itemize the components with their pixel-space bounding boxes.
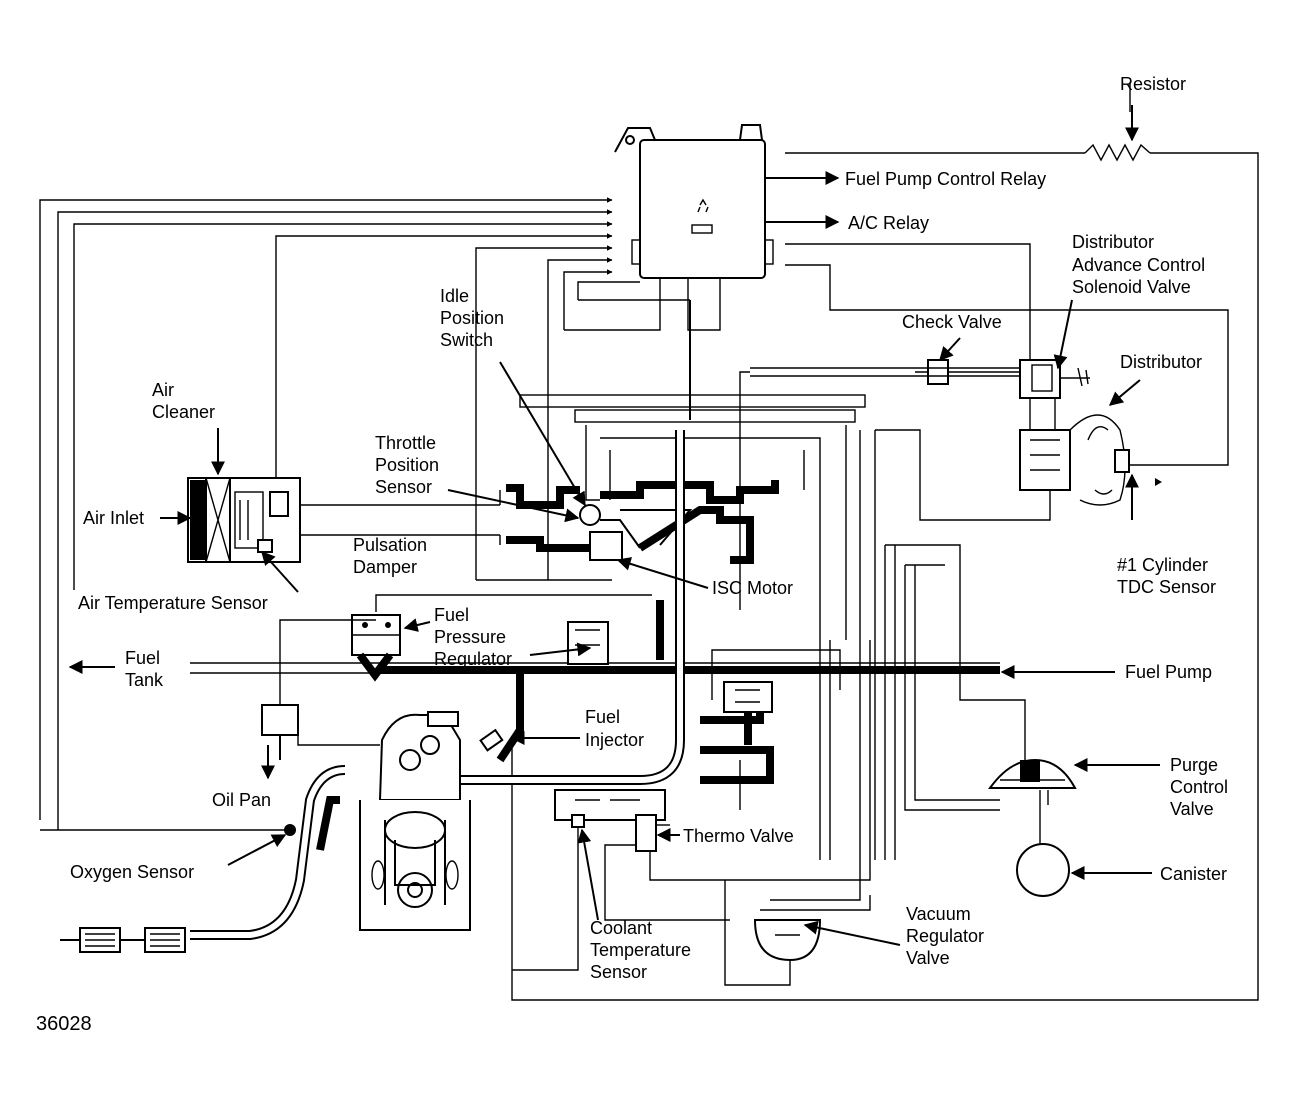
- throttle-sensor-block: [711, 649, 841, 810]
- label-check-valve: Check Valve: [902, 312, 1002, 332]
- label-fuel-pressure-regulator-line3: Regulator: [434, 649, 512, 669]
- label-fuel-pressure-regulator-line1: Fuel: [434, 605, 469, 625]
- ecu-wiring-harness: [39, 197, 721, 831]
- label-idle-position-line1: Idle: [440, 286, 469, 306]
- label-coolant-temperature-line2: Temperature: [590, 940, 691, 960]
- label-throttle-position-line3: Sensor: [375, 477, 432, 497]
- exhaust-pipe: [60, 765, 346, 953]
- label-isc-motor: ISC Motor: [712, 578, 793, 598]
- vacuum-regulator-valve: [724, 870, 871, 986]
- thermo-valve: [604, 640, 871, 921]
- label-distributor: Distributor: [1120, 352, 1202, 372]
- label-tdc-sensor-line2: TDC Sensor: [1117, 577, 1216, 597]
- label-air-inlet: Air Inlet: [83, 508, 144, 528]
- label-idle-position-line2: Position: [440, 308, 504, 328]
- label-oxygen-sensor: Oxygen Sensor: [70, 862, 194, 882]
- right-wiring: [511, 82, 1259, 1001]
- label-purge-control-line3: Valve: [1170, 799, 1214, 819]
- ecu-control-unit: [614, 124, 774, 279]
- canister: [1016, 843, 1070, 897]
- figure-number: 36028: [36, 1013, 92, 1035]
- label-fuel-pump-control-relay: Fuel Pump Control Relay: [845, 169, 1046, 189]
- fuel-pressure-regulator: [351, 594, 652, 682]
- label-coolant-temperature-line1: Coolant: [590, 918, 652, 938]
- label-resistor: Resistor: [1120, 74, 1186, 94]
- label-purge-control-line1: Purge: [1170, 755, 1218, 775]
- label-pulsation-damper-line1: Pulsation: [353, 535, 427, 555]
- label-air-temperature-sensor: Air Temperature Sensor: [78, 593, 268, 613]
- label-distributor-advance-line1: Distributor: [1072, 232, 1154, 252]
- air-cleaner: [187, 477, 501, 563]
- label-air-cleaner-line2: Cleaner: [152, 402, 215, 422]
- distributor-assembly: [1019, 359, 1162, 506]
- label-idle-position-line3: Switch: [440, 330, 493, 350]
- label-fuel-pump: Fuel Pump: [1125, 662, 1212, 682]
- label-distributor-advance-line3: Solenoid Valve: [1072, 277, 1191, 297]
- fuel-injector: [427, 711, 504, 752]
- leader-arrows: [68, 299, 1160, 946]
- label-ac-relay: A/C Relay: [848, 213, 929, 233]
- label-distributor-advance-line2: Advance Control: [1072, 255, 1205, 275]
- label-canister: Canister: [1160, 864, 1227, 884]
- label-pulsation-damper-line2: Damper: [353, 557, 417, 577]
- oil-pan-connector: [261, 619, 380, 780]
- label-fuel-injector-line1: Fuel: [585, 707, 620, 727]
- purge-control-valve: [988, 758, 1077, 850]
- label-oil-pan: Oil Pan: [212, 790, 271, 810]
- label-throttle-position-line2: Position: [375, 455, 439, 475]
- label-throttle-position-line1: Throttle: [375, 433, 436, 453]
- label-tdc-sensor-line1: #1 Cylinder: [1117, 555, 1208, 575]
- label-coolant-temperature-line3: Sensor: [590, 962, 647, 982]
- coolant-tank: [512, 789, 666, 971]
- label-fuel-injector-line2: Injector: [585, 730, 644, 750]
- component-labels: Resistor Fuel Pump Control Relay A/C Rel…: [36, 74, 1228, 1035]
- label-vacuum-regulator-line2: Regulator: [906, 926, 984, 946]
- label-thermo-valve: Thermo Valve: [683, 826, 794, 846]
- label-air-cleaner-line1: Air: [152, 380, 174, 400]
- label-purge-control-line2: Control: [1170, 777, 1228, 797]
- throttle-body: [506, 394, 866, 640]
- check-valve-assembly: [739, 359, 1020, 610]
- label-fuel-tank-line1: Fuel: [125, 648, 160, 668]
- label-fuel-pressure-regulator-line2: Pressure: [434, 627, 506, 647]
- vacuum-lines-right: [819, 429, 1051, 870]
- engine-cylinder: [316, 713, 471, 931]
- label-vacuum-regulator-line1: Vacuum: [906, 904, 971, 924]
- label-vacuum-regulator-line3: Valve: [906, 948, 950, 968]
- label-fuel-tank-line2: Tank: [125, 670, 164, 690]
